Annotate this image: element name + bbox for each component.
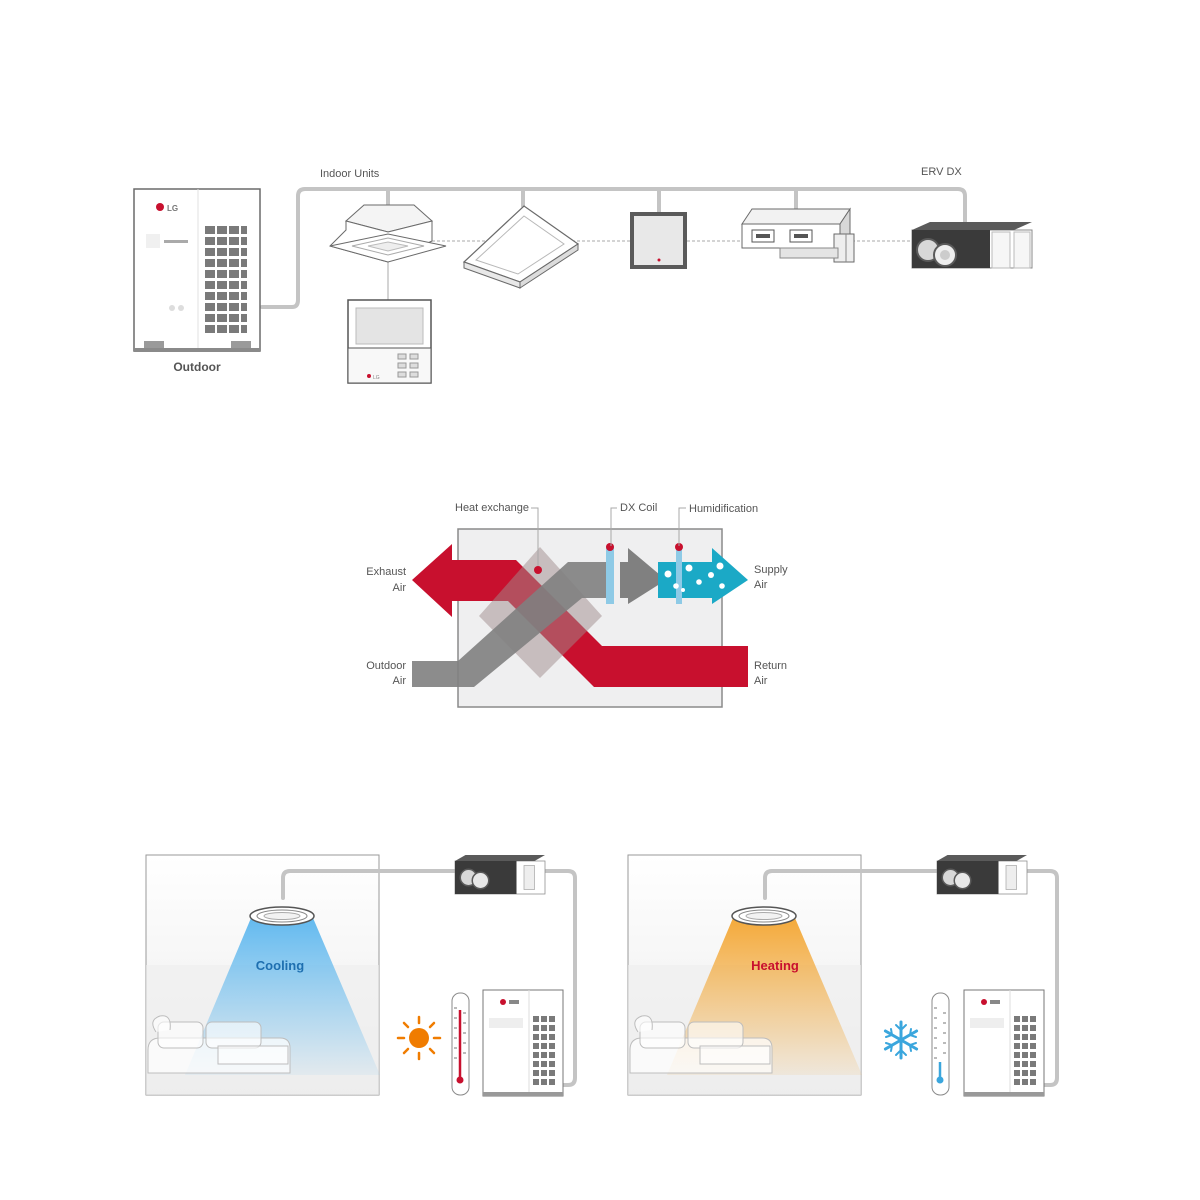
erv-dx-unit-small-2 <box>936 854 1028 895</box>
cooling-scene: Cooling <box>145 854 577 1097</box>
return-air-label-line1: Return <box>754 660 787 672</box>
refrigerant-pipe <box>260 187 967 309</box>
dx-coil-air-arrow <box>620 548 666 604</box>
outdoor-unit-small <box>482 989 564 1097</box>
erv-dx-unit <box>911 222 1033 269</box>
outdoor-to-supply-airflow <box>412 562 610 687</box>
sun-icon <box>396 1015 442 1061</box>
supply-air-label-line2: Air <box>754 579 768 591</box>
dx-coil-label: DX Coil <box>620 502 657 514</box>
snowflake-icon <box>883 1020 919 1060</box>
erv-dx-label: ERV DX <box>921 166 962 178</box>
outdoor-label: Outdoor <box>173 360 221 374</box>
indoor-units-label: Indoor Units <box>320 168 380 180</box>
exhaust-air-label-line2: Air <box>393 582 407 594</box>
exhaust-air-label-line1: Exhaust <box>366 566 406 578</box>
system-section: LG Outdoor Indoor Units ERV DX <box>133 166 1033 384</box>
outdoor-unit-small-2 <box>963 989 1045 1097</box>
wired-remote-controller: LG <box>347 299 432 384</box>
humidification-label: Humidification <box>689 503 758 515</box>
return-air-label-line2: Air <box>754 675 768 687</box>
heating-label: Heating <box>751 958 799 973</box>
outdoor-air-label-line1: Outdoor <box>366 660 406 672</box>
erv-dx-unit-small <box>454 854 546 895</box>
outdoor-grill <box>205 226 247 333</box>
one-way-cassette-unit <box>462 205 580 289</box>
four-way-cassette-unit <box>329 204 447 263</box>
dx-coil <box>606 546 614 604</box>
art-cool-panel-unit <box>630 212 687 269</box>
thermometer-cold-icon <box>931 992 950 1096</box>
humidifier <box>676 546 682 604</box>
controller-logo-text: LG <box>373 375 380 381</box>
ducted-unit <box>741 207 855 263</box>
heat-exchange-label: Heat exchange <box>455 502 529 514</box>
supply-air-label-line1: Supply <box>754 564 788 576</box>
return-to-exhaust-airflow <box>412 544 748 687</box>
water-droplets <box>664 562 725 592</box>
heating-scene: Heating <box>627 854 1059 1097</box>
cooling-label: Cooling <box>256 958 304 973</box>
outdoor-unit: LG <box>133 188 261 352</box>
erv-process-section: Heat exchange DX Coil Humidification Exh… <box>366 502 788 708</box>
outdoor-air-label-line2: Air <box>393 675 407 687</box>
thermometer-hot-icon <box>451 992 470 1096</box>
outdoor-logo-text: LG <box>167 204 178 213</box>
lg-logo-icon <box>156 203 164 211</box>
